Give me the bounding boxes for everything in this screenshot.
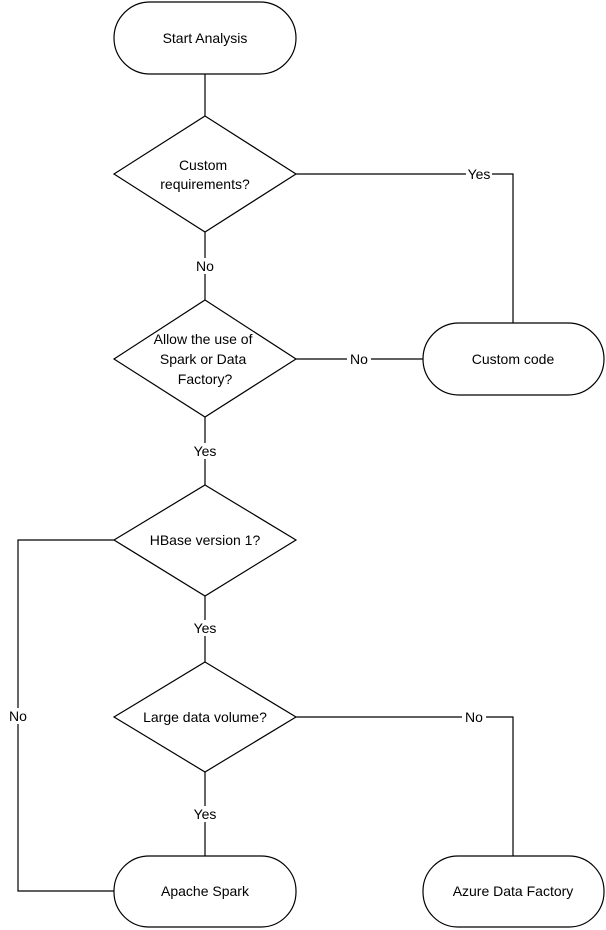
edge-label-text: Yes — [194, 443, 217, 459]
node-allow-spark-label: Allow the use of Spark or Data Factory? — [154, 331, 257, 387]
terminator-shape — [422, 855, 605, 928]
label-bg — [462, 709, 486, 725]
edge-label-text: Yes — [194, 806, 217, 822]
decision-shape — [112, 115, 298, 233]
label-line: requirements? — [160, 176, 250, 192]
edge-label-allow-yes: Yes — [191, 443, 219, 459]
label-bg — [193, 258, 217, 274]
node-start: Start Analysis — [113, 1, 297, 75]
decision-shape — [112, 484, 298, 597]
node-apache-spark: Apache Spark — [113, 855, 297, 928]
node-custom-requirements-label: Custom requirements? — [160, 157, 250, 192]
terminator-shape — [422, 322, 605, 396]
edge-label-large-no: No — [462, 709, 486, 725]
edge-label-custom-req-yes: Yes — [466, 166, 492, 182]
node-allow-spark-or-data-factory: Allow the use of Spark or Data Factory? — [112, 299, 298, 418]
label-bg — [466, 166, 492, 182]
node-large-data-volume: Large data volume? — [112, 661, 298, 773]
edge-label-text: No — [9, 708, 27, 724]
node-start-label: Start Analysis — [163, 30, 248, 46]
label-line: Allow the use of — [154, 331, 253, 347]
edge-label-allow-no: No — [347, 351, 371, 367]
label-line: Spark or Data — [160, 351, 247, 367]
edge-label-hbase-no: No — [6, 708, 30, 724]
edge-label-text: Yes — [194, 620, 217, 636]
label-bg — [191, 620, 219, 636]
node-azure-data-factory: Azure Data Factory — [422, 855, 605, 928]
terminator-shape — [113, 1, 297, 75]
label-bg — [191, 806, 219, 822]
edge-label-hbase-yes: Yes — [191, 620, 219, 636]
terminator-shape — [113, 855, 297, 928]
node-custom-code: Custom code — [422, 322, 605, 396]
node-apache-spark-label: Apache Spark — [161, 883, 250, 899]
label-bg — [6, 708, 30, 724]
label-line: Factory? — [178, 371, 233, 387]
edge-label-text: No — [350, 351, 368, 367]
label-line: Custom — [179, 157, 227, 173]
edge-label-text: No — [465, 709, 483, 725]
node-custom-code-label: Custom code — [472, 351, 555, 367]
edge-label-large-yes: Yes — [191, 806, 219, 822]
edge-large-no — [296, 716, 514, 856]
label-bg — [347, 351, 371, 367]
node-custom-requirements: Custom requirements? — [112, 115, 298, 233]
decision-shape — [112, 299, 298, 418]
node-hbase-version-label: HBase version 1? — [150, 532, 261, 548]
edge-label-text: No — [196, 258, 214, 274]
edge-custom-req-yes — [296, 173, 514, 323]
edge-label-text: Yes — [468, 166, 491, 182]
node-azure-data-factory-label: Azure Data Factory — [453, 883, 574, 899]
node-hbase-version: HBase version 1? — [112, 484, 298, 597]
node-large-data-volume-label: Large data volume? — [143, 709, 267, 725]
connectors — [17, 74, 514, 892]
decision-shape — [112, 661, 298, 773]
edge-label-custom-req-no: No — [193, 258, 217, 274]
label-bg — [191, 443, 219, 459]
edge-hbase-no — [17, 539, 114, 892]
